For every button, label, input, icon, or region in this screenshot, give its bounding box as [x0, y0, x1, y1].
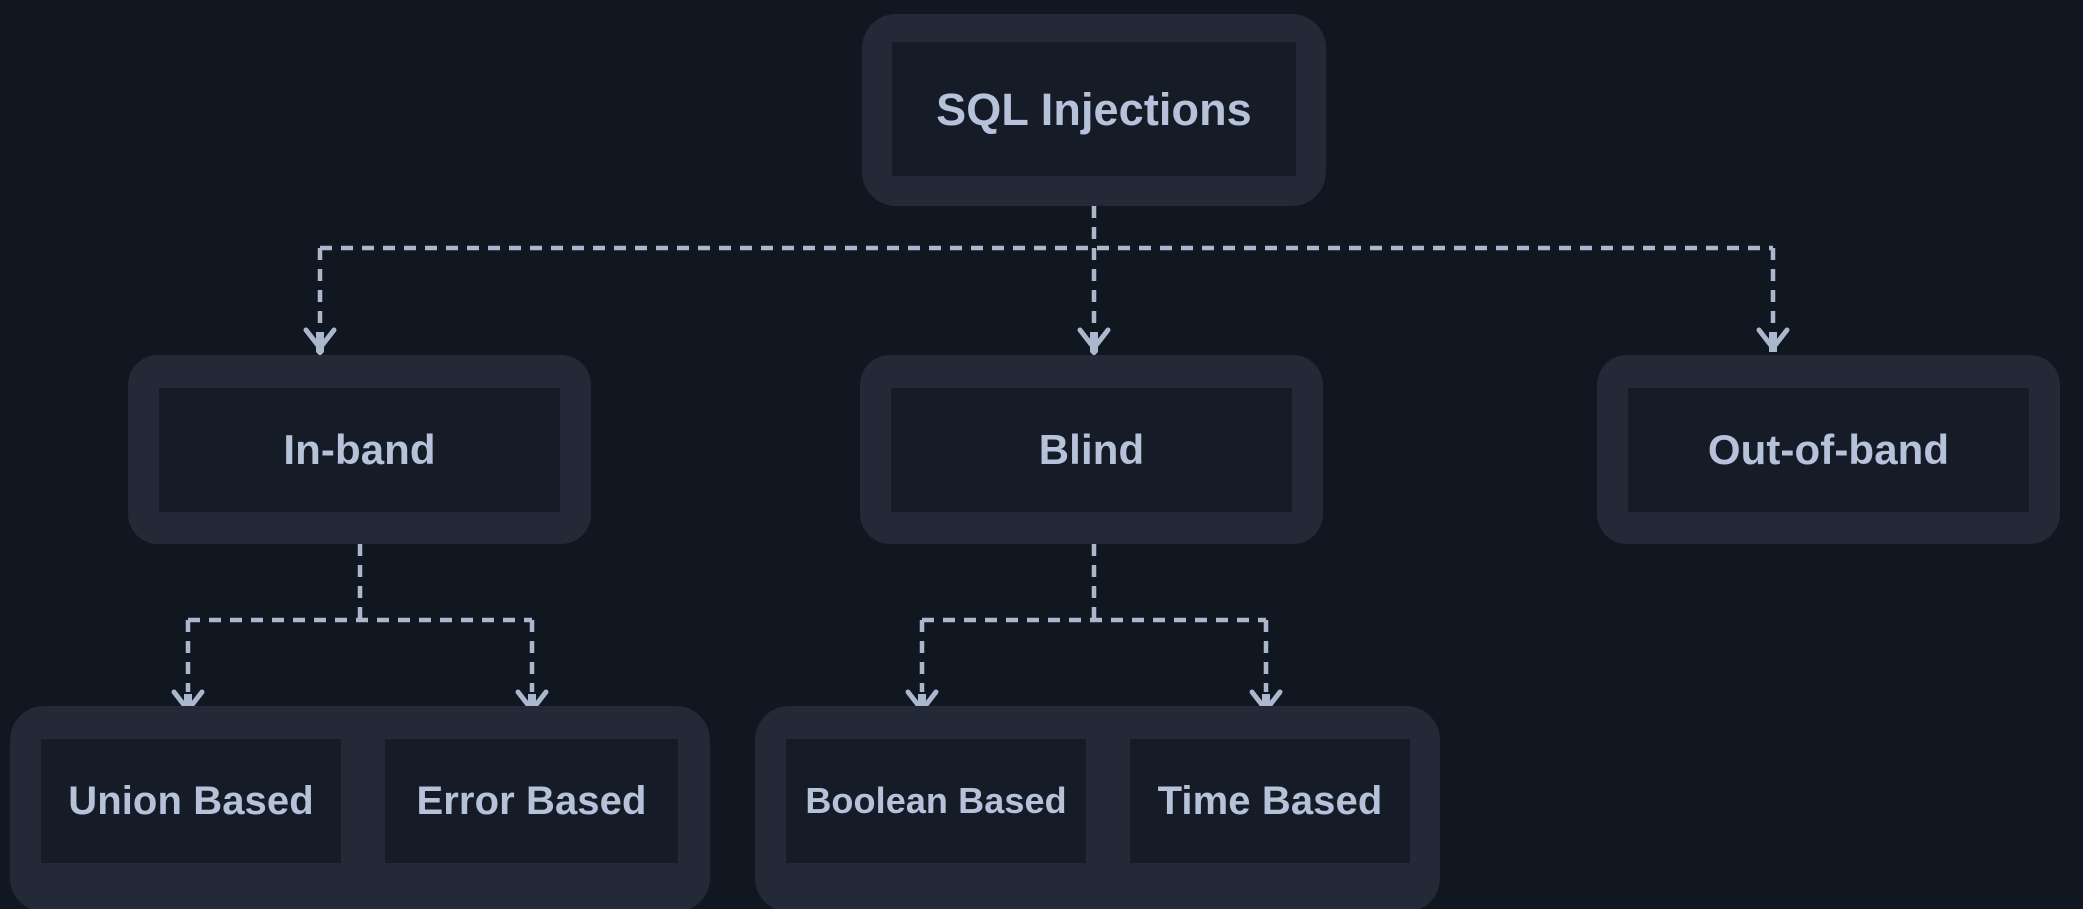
- node-in-band-label: In-band: [283, 426, 436, 473]
- node-group-in-band-children: Union Based Error Based: [10, 706, 710, 909]
- node-union-based[interactable]: Union Based: [41, 739, 341, 863]
- edge-in-band-bus: [188, 544, 532, 623]
- edge-root-to-blind: [1077, 248, 1111, 356]
- edge-blind-bus: [922, 544, 1266, 623]
- edge-root-to-in-band: [303, 248, 337, 356]
- node-out-of-band[interactable]: Out-of-band: [1597, 355, 2060, 544]
- node-in-band[interactable]: In-band: [128, 355, 591, 544]
- node-time-based-label: Time Based: [1157, 779, 1383, 823]
- edge-root-bus: [320, 206, 1773, 251]
- node-out-of-band-inner: Out-of-band: [1628, 388, 2029, 512]
- node-in-band-inner: In-band: [159, 388, 560, 512]
- node-sql-injections-label: SQL Injections: [936, 83, 1252, 135]
- node-union-based-label: Union Based: [68, 779, 314, 823]
- node-group-blind-children: Boolean Based Time Based: [755, 706, 1440, 909]
- node-blind[interactable]: Blind: [860, 355, 1323, 544]
- node-time-based[interactable]: Time Based: [1130, 739, 1410, 863]
- edge-root-to-out-of-band: [1756, 248, 1790, 352]
- edge-blind-to-time-based: [1249, 620, 1283, 718]
- node-out-of-band-label: Out-of-band: [1707, 426, 1950, 473]
- node-blind-label: Blind: [1038, 426, 1145, 473]
- edge-in-band-to-union-based: [171, 620, 205, 718]
- edge-blind-to-boolean-based: [905, 620, 939, 718]
- node-blind-inner: Blind: [891, 388, 1292, 512]
- node-boolean-based[interactable]: Boolean Based: [786, 739, 1086, 863]
- node-error-based-label: Error Based: [416, 779, 647, 823]
- node-error-based[interactable]: Error Based: [385, 739, 678, 863]
- node-boolean-based-label: Boolean Based: [805, 780, 1067, 821]
- node-sql-injections[interactable]: SQL Injections: [862, 14, 1326, 206]
- edge-in-band-to-error-based: [515, 620, 549, 718]
- node-sql-injections-inner: SQL Injections: [892, 42, 1296, 176]
